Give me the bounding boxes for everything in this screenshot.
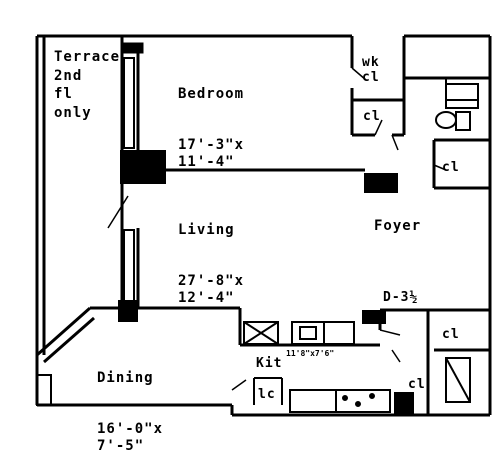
door-swings (107, 67, 447, 391)
living-name: Living (178, 222, 235, 238)
kitchen-label: Kit (256, 356, 283, 371)
closet-shelves (445, 357, 471, 403)
closet-label: cl (408, 377, 426, 392)
bedroom-name: Bedroom (178, 86, 245, 102)
bedroom-label: Bedroom 17'-3"x 11'-4" (178, 52, 244, 188)
living-dimensions: 27'-8"x 12'-4" (178, 273, 245, 306)
living-label: Living 27'-8"x 12'-4" (178, 188, 244, 324)
walk-in-closet-label: wk cl (362, 55, 380, 85)
foyer-label: Foyer (374, 218, 422, 234)
closet-label: cl (442, 327, 460, 342)
closet-label: cl (442, 160, 460, 175)
dining-label: Dining 16'-0"x 7'-5" (97, 336, 163, 472)
bathroom (435, 78, 479, 131)
linen-closet-label: lc (258, 387, 276, 402)
bedroom-dimensions: 17'-3"x 11'-4" (178, 137, 245, 170)
kitchen-dimensions: 11'8"x7'6" (286, 349, 335, 358)
dressing-label: D-3½ (383, 290, 419, 305)
kitchen-fixtures (243, 321, 391, 413)
terrace-label: Terrace 2nd fl only (54, 49, 121, 121)
terrace-outer-wall (35, 34, 232, 407)
structural-columns (118, 150, 414, 415)
closet-label: cl (363, 109, 381, 124)
dining-dimensions: 16'-0"x 7'-5" (97, 421, 164, 454)
floor-plan (35, 34, 492, 417)
dining-name: Dining (97, 370, 154, 386)
